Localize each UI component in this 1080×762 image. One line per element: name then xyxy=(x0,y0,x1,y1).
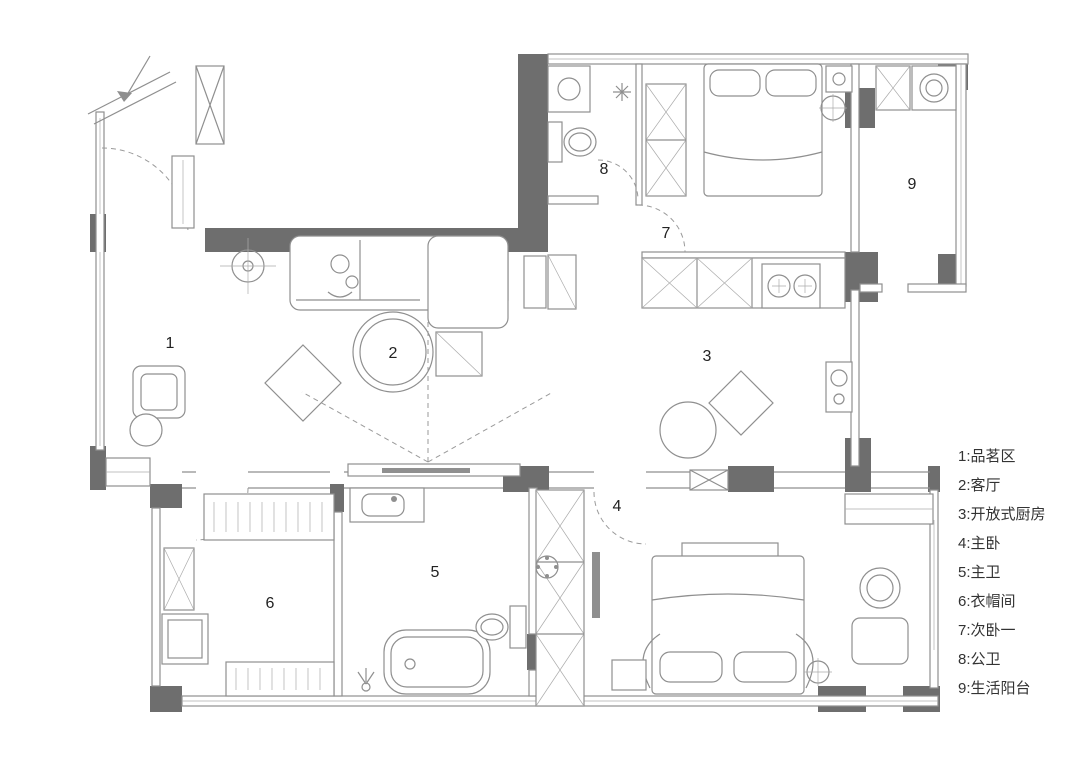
room-label-2: 2 xyxy=(389,345,398,362)
blanket xyxy=(703,151,823,161)
room-label-9: 9 xyxy=(908,176,917,193)
balcony-fixtures xyxy=(875,65,957,111)
ottoman xyxy=(264,344,342,422)
bathroom-public xyxy=(547,65,631,163)
vanity xyxy=(349,487,425,523)
wardrobe-bottom xyxy=(225,661,335,697)
bath-door-swing xyxy=(597,159,639,201)
tv xyxy=(592,552,600,618)
tv-console xyxy=(301,318,554,477)
tall-cabinet xyxy=(523,255,547,309)
pillow xyxy=(709,69,761,97)
legend-item-9: 9:生活阳台 xyxy=(958,680,1031,697)
sofa-chaise xyxy=(427,235,509,329)
legend-item-5: 5:主卫 xyxy=(958,564,1001,581)
tv xyxy=(382,468,470,473)
closet-room xyxy=(161,493,335,697)
toilet-bowl xyxy=(475,613,509,641)
toilet-tank xyxy=(509,605,527,649)
legend-item-6: 6:衣帽间 xyxy=(958,593,1016,610)
ceiling-light xyxy=(220,238,276,294)
room-label-8: 8 xyxy=(600,161,609,178)
entry-cabinet xyxy=(105,155,195,487)
bedroom-master xyxy=(535,489,934,707)
pillow xyxy=(659,651,723,683)
nightstand xyxy=(611,659,647,691)
dresser xyxy=(161,613,209,665)
pillow xyxy=(765,69,817,97)
toilet-bowl xyxy=(563,127,597,157)
tv-sight-lines xyxy=(301,318,554,463)
legend-item-7: 7:次卧一 xyxy=(958,622,1016,639)
legend-item-3: 3:开放式厨房 xyxy=(958,506,1046,523)
bathtub xyxy=(383,629,491,695)
plant-icon xyxy=(357,668,375,685)
legend-item-4: 4:主卧 xyxy=(958,535,1001,552)
armchair xyxy=(132,365,186,419)
room-label-5: 5 xyxy=(431,564,440,581)
bathroom-master xyxy=(349,487,559,695)
chair xyxy=(859,567,901,609)
legend: 1:品茗区 2:客厅 3:开放式厨房 4:主卧 5:主卫 6:衣帽间 7:次卧一… xyxy=(958,442,1046,703)
room-label-7: 7 xyxy=(662,225,671,242)
blanket xyxy=(651,593,805,601)
room-label-3: 3 xyxy=(703,348,712,365)
bedroom-second xyxy=(645,63,853,197)
legend-item-1: 1:品茗区 xyxy=(958,448,1016,465)
master-door-swing xyxy=(593,491,647,545)
legend-item-8: 8:公卫 xyxy=(958,651,1001,668)
bench xyxy=(681,542,779,558)
drain xyxy=(404,658,416,670)
stool xyxy=(129,413,163,447)
light-icon xyxy=(613,83,631,101)
dining-chair xyxy=(708,370,774,436)
wash-basin xyxy=(557,77,581,101)
washing-machine xyxy=(911,65,957,111)
canopy-curves xyxy=(642,633,814,689)
windows xyxy=(195,65,729,491)
nightstand xyxy=(825,65,853,93)
vanity xyxy=(547,65,591,113)
dining-table xyxy=(659,370,774,459)
wash-basin xyxy=(361,493,405,517)
gas-stove xyxy=(761,263,821,309)
kitchen-sink xyxy=(825,361,853,413)
bed xyxy=(703,63,823,197)
toilet-tank xyxy=(547,121,563,163)
room-numbers: 1 2 3 4 5 6 7 8 9 xyxy=(166,161,917,612)
tea-area-furniture xyxy=(129,365,186,447)
living-room-sofa xyxy=(289,235,509,329)
legend-item-2: 2:客厅 xyxy=(958,477,1001,494)
wardrobe-top xyxy=(203,493,335,541)
person-sketch xyxy=(330,254,350,274)
room-label-4: 4 xyxy=(613,498,622,515)
side-table xyxy=(851,617,909,665)
entry-arrow-icon xyxy=(117,91,132,102)
room-label-1: 1 xyxy=(166,335,175,352)
room-label-6: 6 xyxy=(266,595,275,612)
coffee-table xyxy=(264,311,483,422)
pillow xyxy=(733,651,797,683)
bedroom2-door-swing xyxy=(637,204,686,253)
fridge xyxy=(523,254,577,310)
